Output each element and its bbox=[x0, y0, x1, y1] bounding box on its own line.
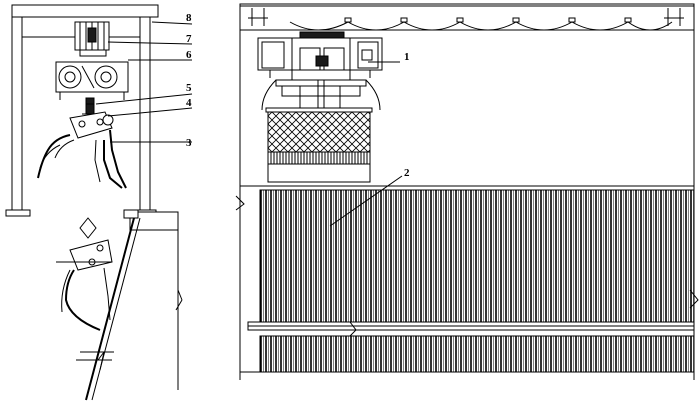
rake-comb bbox=[265, 107, 373, 183]
callout-8: 8 bbox=[186, 12, 192, 24]
callout-leader-2 bbox=[329, 175, 403, 227]
front-elevation-view: 1 2 bbox=[235, 3, 699, 380]
side-elevation-view: 8 7 6 5 4 3 bbox=[5, 4, 193, 401]
callout-3: 3 bbox=[186, 137, 192, 149]
callout-7: 7 bbox=[186, 33, 192, 45]
callout-4: 4 bbox=[186, 97, 192, 109]
callout-5: 5 bbox=[186, 82, 192, 94]
hanger-rod bbox=[82, 97, 98, 115]
top-beam bbox=[239, 3, 695, 7]
drive-motor bbox=[74, 21, 110, 57]
rake-lowered-position bbox=[56, 217, 113, 331]
cable-festoon bbox=[289, 21, 673, 31]
callout-1: 1 bbox=[404, 51, 410, 63]
callout-leaders-left bbox=[95, 21, 193, 143]
callout-2: 2 bbox=[404, 167, 410, 179]
callout-6: 6 bbox=[186, 49, 192, 61]
break-line bbox=[235, 195, 245, 211]
trash-rack bbox=[240, 189, 695, 373]
trolley bbox=[55, 61, 129, 100]
rake-head bbox=[69, 111, 114, 139]
hoist-trolley bbox=[257, 31, 383, 111]
rake-tines bbox=[37, 129, 127, 189]
inclined-screen bbox=[76, 209, 183, 401]
